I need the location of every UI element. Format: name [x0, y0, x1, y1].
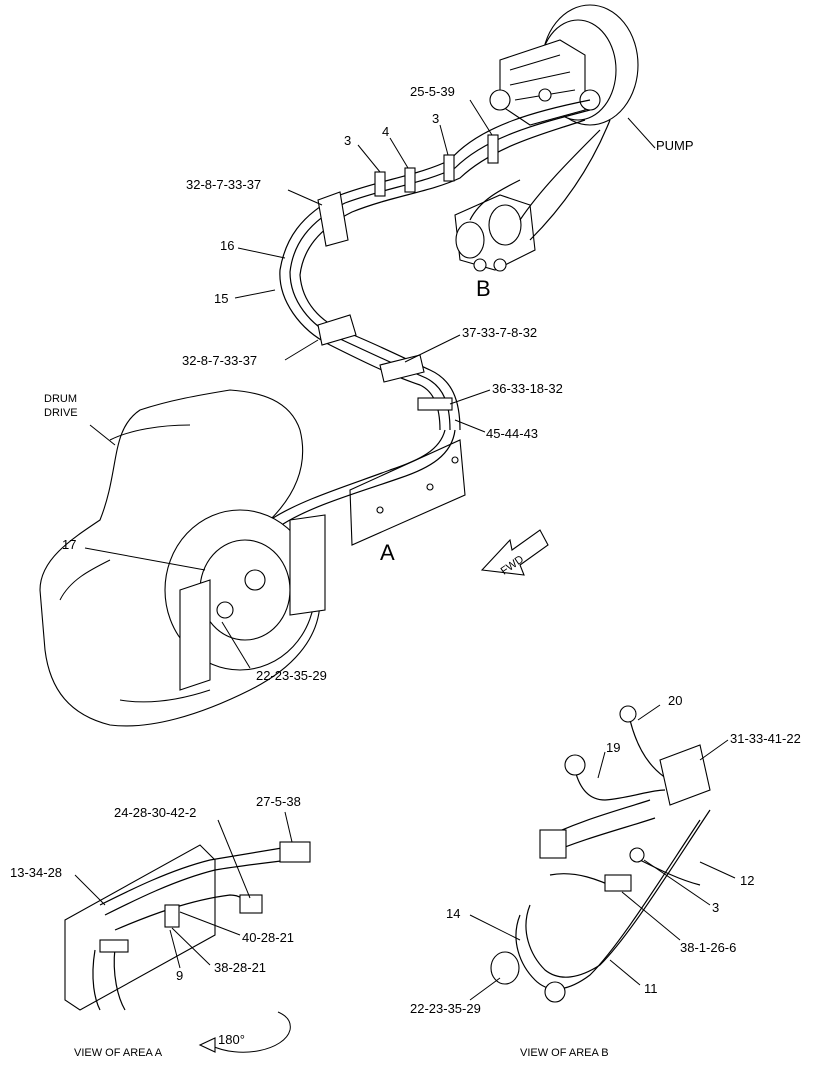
- callout-12: 12: [740, 873, 754, 888]
- callout-31-33-41-22: 31-33-41-22: [730, 731, 801, 746]
- callout-14: 14: [446, 906, 460, 921]
- callout-20: 20: [668, 693, 682, 708]
- callout-27-5-38: 27-5-38: [256, 794, 301, 809]
- callout-32-8-7-33-37-top: 32-8-7-33-37: [186, 177, 261, 192]
- leader-lines: [74, 99, 736, 1001]
- callout-22-23-35-29-b: 22-23-35-29: [410, 1001, 481, 1016]
- main-hose-bundle: [279, 99, 611, 431]
- callout-17: 17: [62, 537, 76, 552]
- view-area-b-drawing: [490, 705, 711, 1003]
- callout-19: 19: [606, 740, 620, 755]
- drum-drive: [39, 389, 326, 727]
- callout-15: 15: [214, 291, 228, 306]
- view-area-b-caption: VIEW OF AREA B: [520, 1047, 609, 1059]
- pump-assembly: [489, 4, 639, 126]
- callout-32-8-7-33-37-mid: 32-8-7-33-37: [182, 353, 257, 368]
- component-b: [454, 194, 536, 272]
- callout-9: 9: [176, 968, 183, 983]
- main-clamps: [317, 134, 499, 411]
- callout-11: 11: [644, 981, 658, 996]
- callout-180: 180°: [218, 1032, 245, 1047]
- view-area-a-caption: VIEW OF AREA A: [74, 1047, 163, 1059]
- callout-38-28-21: 38-28-21: [214, 960, 266, 975]
- callout-b: B: [476, 276, 491, 301]
- callout-3b: 3: [432, 111, 439, 126]
- callout-37-33-7-8-32: 37-33-7-8-32: [462, 325, 537, 340]
- callout-38-1-26-6: 38-1-26-6: [680, 940, 736, 955]
- callout-drive: DRIVE: [44, 407, 78, 419]
- fwd-arrow: [480, 529, 549, 576]
- callout-40-28-21: 40-28-21: [242, 930, 294, 945]
- callout-24-28-30-42-2: 24-28-30-42-2: [114, 805, 196, 820]
- callout-22-23-35-29-main: 22-23-35-29: [256, 668, 327, 683]
- callout-pump: PUMP: [656, 138, 694, 153]
- callout-drum: DRUM: [44, 393, 77, 405]
- callout-3a: 3: [344, 133, 351, 148]
- callout-13-34-28: 13-34-28: [10, 865, 62, 880]
- callout-25-5-39: 25-5-39: [410, 84, 455, 99]
- callout-36-33-18-32: 36-33-18-32: [492, 381, 563, 396]
- callout-a: A: [380, 540, 395, 565]
- callout-45-44-43: 45-44-43: [486, 426, 538, 441]
- callout-3c: 3: [712, 900, 719, 915]
- view-area-a-drawing: [64, 841, 311, 1011]
- callout-16: 16: [220, 238, 234, 253]
- callout-4: 4: [382, 124, 389, 139]
- rotate-180-arrow: [198, 1011, 291, 1053]
